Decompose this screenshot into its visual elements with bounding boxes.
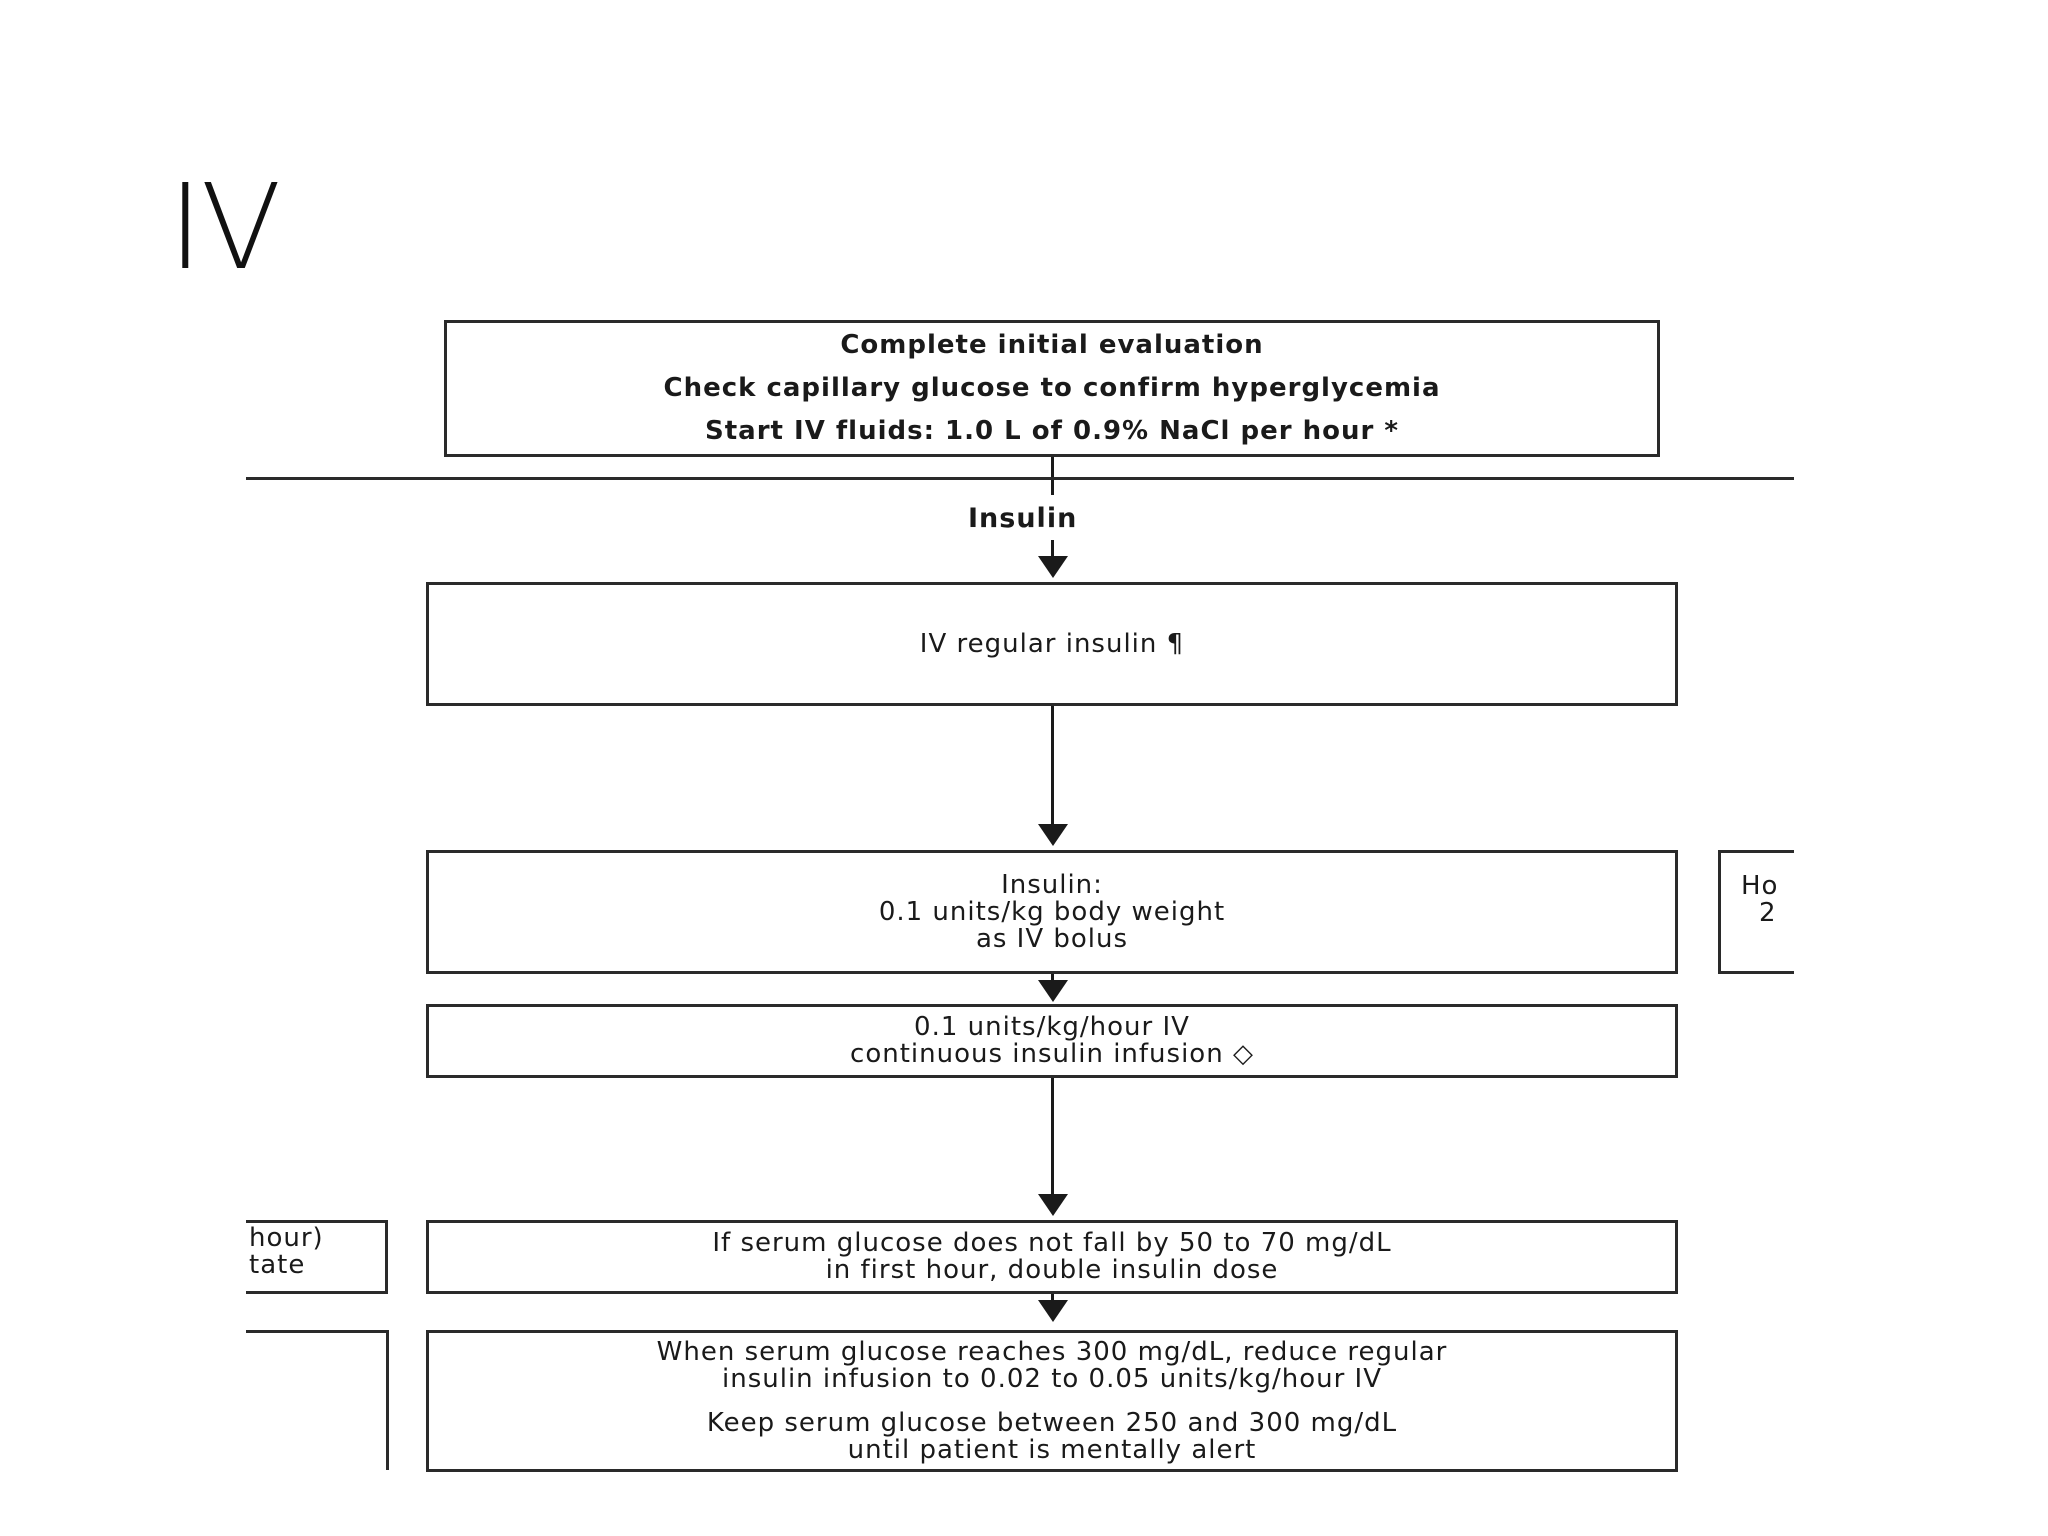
arrow-to-bolus [1038, 824, 1068, 846]
insulin-bolus-box: Insulin: 0.1 units/kg body weight as IV … [426, 850, 1678, 974]
connector-to-double-dose [1051, 1078, 1054, 1198]
double-dose-line-1: If serum glucose does not fall by 50 to … [712, 1228, 1392, 1258]
initial-evaluation-box: Complete initial evaluation Check capill… [444, 320, 1660, 457]
reduce-infusion-box: When serum glucose reaches 300 mg/dL, re… [426, 1330, 1678, 1472]
iv-regular-insulin-box: IV regular insulin ¶ [426, 582, 1678, 706]
insulin-branch-label: Insulin [968, 503, 1078, 534]
arrow-to-iv-regular [1038, 556, 1068, 578]
bolus-line-3: as IV bolus [975, 923, 1129, 954]
left-partial-line-2: tate [249, 1250, 306, 1280]
left-partial-box-2-top [246, 1330, 389, 1333]
bolus-line-1: Insulin: [1001, 869, 1103, 900]
continuous-infusion-box: 0.1 units/kg/hour IV continuous insulin … [426, 1004, 1678, 1078]
double-dose-box: If serum glucose does not fall by 50 to … [426, 1220, 1678, 1294]
infusion-line-2: continuous insulin infusion ◇ [850, 1039, 1254, 1069]
initial-line-2: Check capillary glucose to confirm hyper… [663, 373, 1441, 403]
connector-initial [1051, 457, 1054, 495]
arrow-to-infusion [1038, 980, 1068, 1002]
left-partial-line-1: hour) [249, 1223, 324, 1253]
initial-line-1: Complete initial evaluation [840, 330, 1264, 360]
iv-regular-text: IV regular insulin ¶ [919, 628, 1185, 659]
bolus-line-2: 0.1 units/kg body weight [878, 896, 1226, 927]
reduce-line-3: Keep serum glucose between 250 and 300 m… [706, 1407, 1398, 1438]
left-partial-box: hour) tate [246, 1220, 388, 1294]
reduce-line-4: until patient is mentally alert [847, 1434, 1257, 1465]
slide-title: IV [168, 158, 282, 296]
branch-divider-line [246, 477, 1794, 480]
reduce-line-2: insulin infusion to 0.02 to 0.05 units/k… [722, 1363, 1382, 1394]
flowchart: Complete initial evaluation Check capill… [246, 310, 1794, 1490]
arrow-to-double-dose [1038, 1194, 1068, 1216]
arrow-to-reduce [1038, 1300, 1068, 1322]
connector-to-bolus [1051, 706, 1054, 828]
infusion-line-1: 0.1 units/kg/hour IV [914, 1012, 1190, 1042]
right-partial-line-1: Ho [1741, 871, 1779, 901]
connector-insulin [1051, 540, 1054, 562]
right-partial-line-2: 2 [1759, 898, 1777, 928]
right-partial-box: Ho 2 [1718, 850, 1794, 974]
left-partial-box-2-edge [386, 1330, 389, 1470]
double-dose-line-2: in first hour, double insulin dose [825, 1255, 1279, 1285]
reduce-line-1: When serum glucose reaches 300 mg/dL, re… [656, 1336, 1448, 1367]
initial-line-3: Start IV fluids: 1.0 L of 0.9% NaCl per … [705, 416, 1399, 446]
